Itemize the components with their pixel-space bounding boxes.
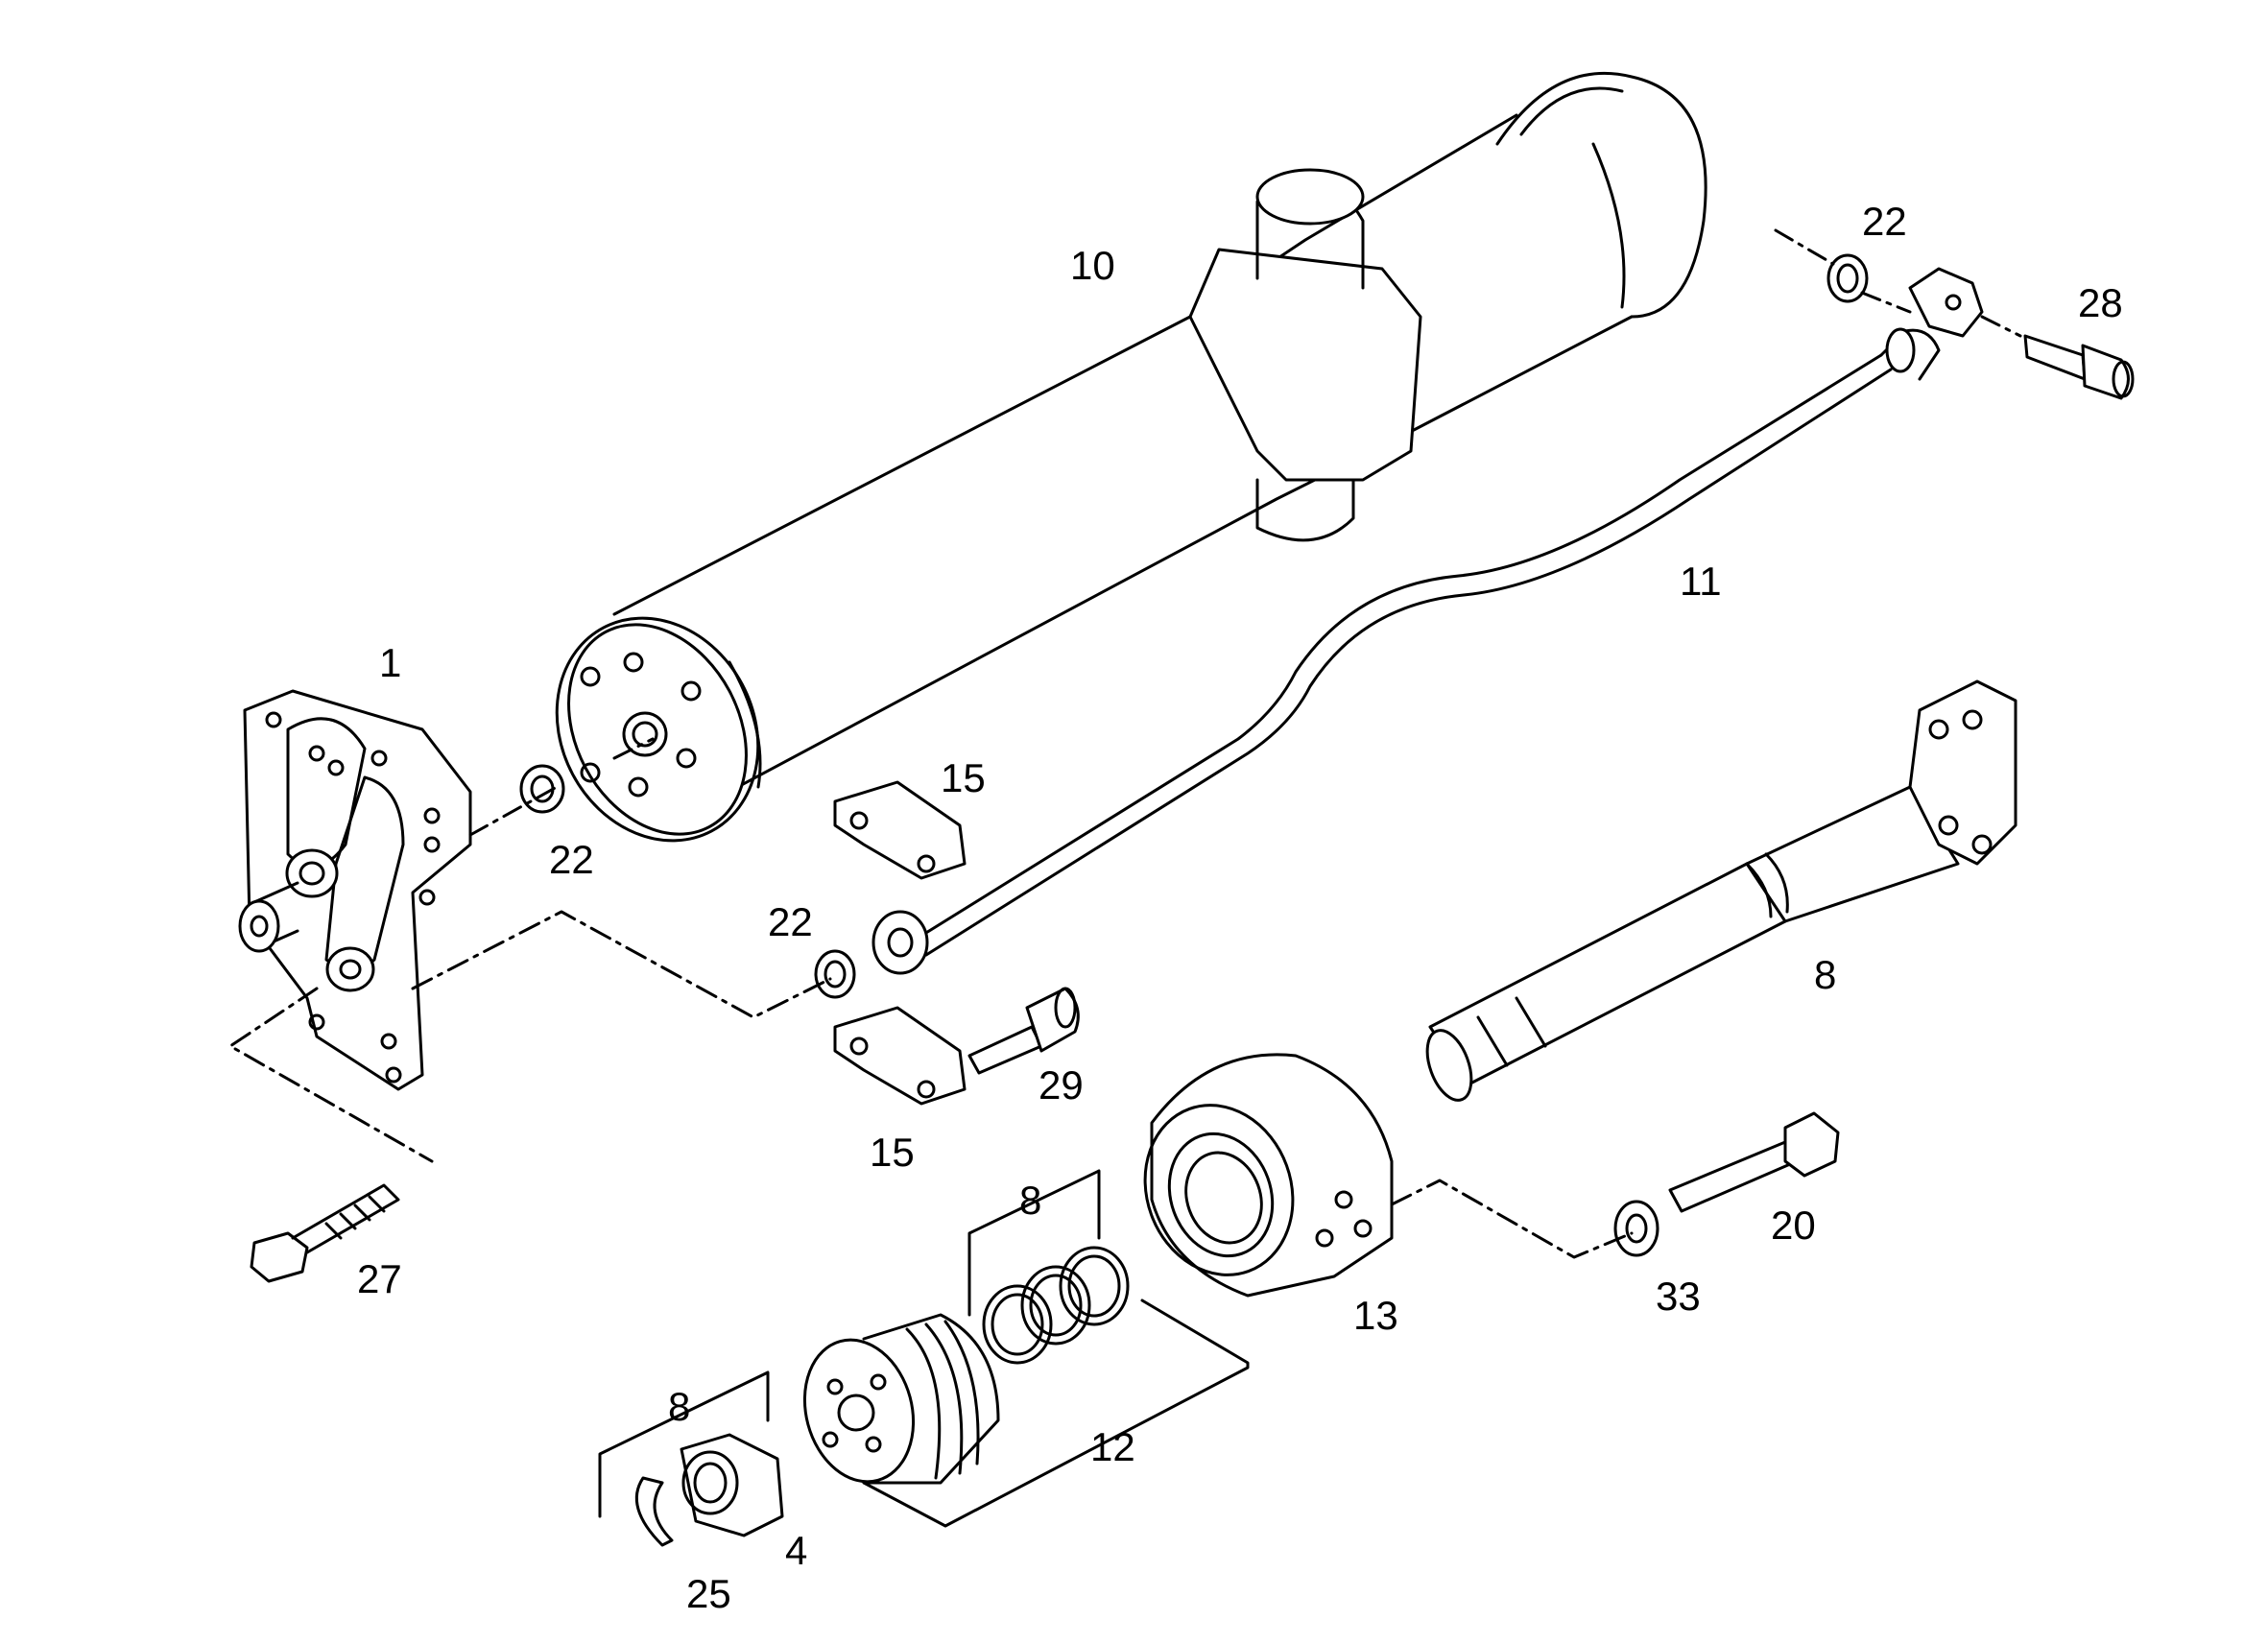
bolt-27	[250, 1183, 400, 1283]
clamp-half-15-bottom	[833, 1006, 967, 1106]
part-callout-10: 10	[1070, 243, 1115, 288]
seal-rings	[982, 1246, 1130, 1365]
part-callout-15: 15	[941, 755, 986, 800]
nut-4	[680, 1433, 784, 1537]
part-callout-1: 1	[379, 640, 402, 685]
part-callout-8: 8	[1814, 952, 1837, 997]
washer-22-top	[1826, 253, 1869, 303]
cylinder-barrel	[555, 71, 1707, 843]
snap-ring-25	[634, 1476, 674, 1547]
part-callout-12: 12	[1090, 1424, 1135, 1469]
bolt-29	[967, 987, 1080, 1075]
flange-block-28	[1908, 267, 1984, 338]
part-callout-8: 8	[1019, 1178, 1042, 1223]
washer-22-mid	[814, 949, 856, 999]
part-callout-25: 25	[686, 1571, 731, 1616]
washer-22-left	[519, 764, 565, 814]
bolt-28	[2023, 334, 2135, 400]
part-callout-15: 15	[870, 1130, 915, 1175]
hydraulic-pipe	[871, 327, 1941, 975]
part-callout-4: 4	[785, 1528, 808, 1573]
washer-33	[1613, 1200, 1659, 1257]
mounting-plate	[238, 689, 472, 1091]
piston-head	[1143, 1053, 1394, 1298]
part-callout-33: 33	[1656, 1274, 1701, 1319]
part-callout-11: 11	[1680, 559, 1722, 604]
part-callout-22: 22	[768, 899, 813, 944]
part-callout-29: 29	[1039, 1062, 1084, 1108]
bolt-20	[1668, 1111, 1840, 1213]
part-callout-27: 27	[357, 1256, 402, 1301]
part-callout-22: 22	[549, 837, 594, 882]
part-callout-8: 8	[668, 1384, 691, 1429]
part-callout-13: 13	[1353, 1293, 1398, 1338]
part-callout-20: 20	[1771, 1203, 1816, 1248]
clamp-half-15-top	[833, 780, 967, 880]
piston-rod	[1425, 679, 2017, 1102]
piston-seal-12	[802, 1313, 1000, 1485]
part-callout-28: 28	[2078, 280, 2123, 325]
part-callout-22: 22	[1862, 199, 1907, 244]
